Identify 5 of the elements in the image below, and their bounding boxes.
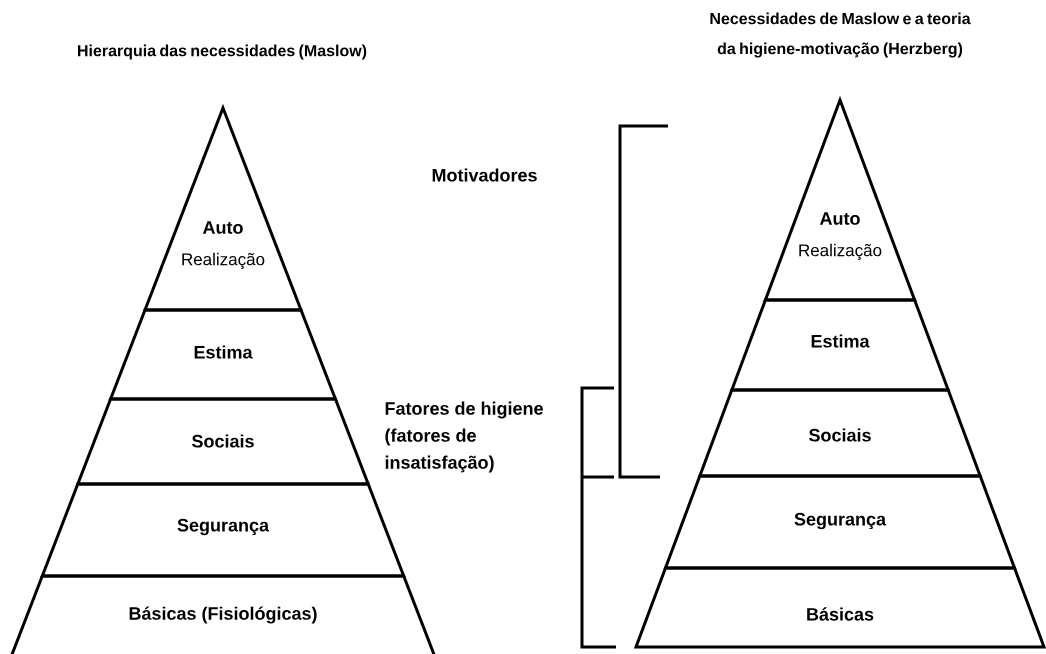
text-label: Fatores de higiene (fatores de insatisfação) [385,401,543,473]
text-label: Hierarquia das necessidades (Maslow) [78,44,367,60]
text-label: Motivadores [432,168,537,182]
pyramid-level: Segurança [40,482,406,578]
text-label: Necessidades de Maslow e a teoria da higiene-motivação (Herzberg) [710,12,971,58]
